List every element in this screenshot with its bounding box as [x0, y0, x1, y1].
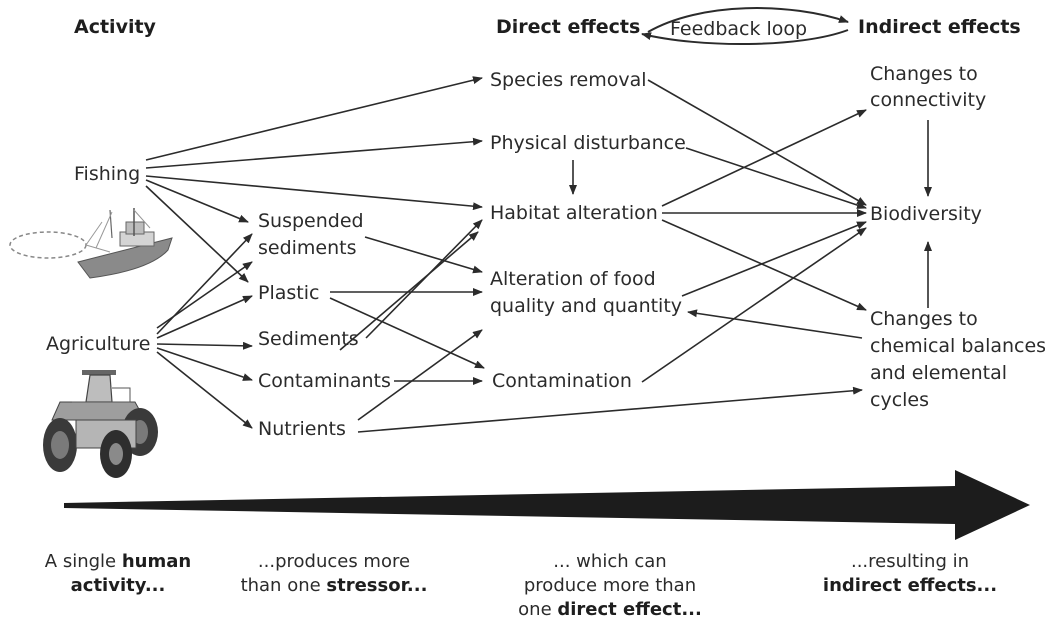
feedback-loop: [641, 7, 849, 46]
arrow-fishing-suspended-sediments: [145, 179, 249, 223]
activity-fishing: Fishing: [74, 163, 141, 185]
direct-species-removal: Species removal: [490, 69, 647, 91]
indirect-chemical-line3: and elemental: [870, 362, 1008, 384]
stressor-plastic: Plastic: [258, 282, 320, 304]
arrow-nutrients-food: [357, 329, 483, 421]
indirect-chemical-line1: Changes to: [870, 308, 978, 330]
direct-physical-disturbance: Physical disturbance: [490, 132, 686, 154]
arrow-agriculture-contaminants: [156, 347, 253, 381]
indirect-biodiversity: Biodiversity: [870, 203, 982, 225]
fishing-boat-icon: [9, 208, 173, 279]
arrow-fishing-plastic: [145, 185, 249, 283]
arrow-fishing-physical-disturbance: [145, 137, 483, 169]
caption-stressor: ...produces more than one stressor...: [240, 551, 428, 596]
indirect-connectivity-line2: connectivity: [870, 89, 987, 111]
activity-agriculture: Agriculture: [46, 333, 151, 355]
arrow-agriculture-sediments: [156, 341, 253, 350]
direct-habitat-alteration: Habitat alteration: [490, 202, 658, 224]
caption-indirect-effects: ...resulting in indirect effects...: [822, 551, 998, 596]
direct-food-line1: Alteration of food: [490, 268, 656, 290]
arrow-agriculture-nutrients: [156, 351, 253, 429]
arrow-suspended-food: [364, 236, 483, 274]
arrow-fishing-species-removal: [145, 76, 483, 161]
connections: [145, 76, 932, 433]
tractor-icon: [43, 370, 158, 478]
header-direct-effects: Direct effects: [496, 16, 641, 38]
direct-food-line2: quality and quantity: [490, 295, 683, 317]
arrow-plastic-contamination: [329, 297, 485, 369]
stressor-suspended-sediments-line2: sediments: [258, 237, 357, 259]
indirect-chemical-line2: chemical balances: [870, 335, 1045, 357]
caption-direct-effect: ... which can produce more than one dire…: [518, 551, 702, 620]
indirect-connectivity-line1: Changes to: [870, 63, 978, 85]
arrow-habitat-connectivity: [661, 109, 867, 207]
arrow-contaminants-habitat: [339, 231, 479, 351]
stressor-contaminants: Contaminants: [258, 370, 391, 392]
progression-arrow: [64, 470, 1030, 540]
arrow-species-biodiversity: [647, 79, 867, 206]
arrow-food-biodiversity: [681, 221, 867, 297]
arrow-disturbance-biodiversity: [685, 147, 867, 209]
arrow-nutrients-chemical: [357, 386, 863, 433]
stressor-sediments: Sediments: [258, 328, 359, 350]
indirect-chemical-line4: cycles: [870, 389, 930, 411]
arrow-chemical-food: [687, 309, 863, 339]
direct-contamination: Contamination: [492, 370, 632, 392]
feedback-loop-label: Feedback loop: [670, 18, 808, 40]
stressor-nutrients: Nutrients: [258, 418, 346, 440]
header-indirect-effects: Indirect effects: [858, 16, 1021, 38]
arrow-agriculture-suspended-2: [156, 261, 253, 329]
arrow-fishing-habitat-alteration: [145, 175, 483, 211]
arrow-habitat-chemical: [661, 219, 867, 311]
arrow-agriculture-plastic: [156, 295, 253, 339]
header-activity: Activity: [74, 16, 156, 38]
stressor-suspended-sediments-line1: Suspended: [258, 210, 364, 232]
caption-human-activity: A single human activity...: [44, 551, 192, 596]
arrow-contamination-biodiversity: [641, 227, 867, 383]
